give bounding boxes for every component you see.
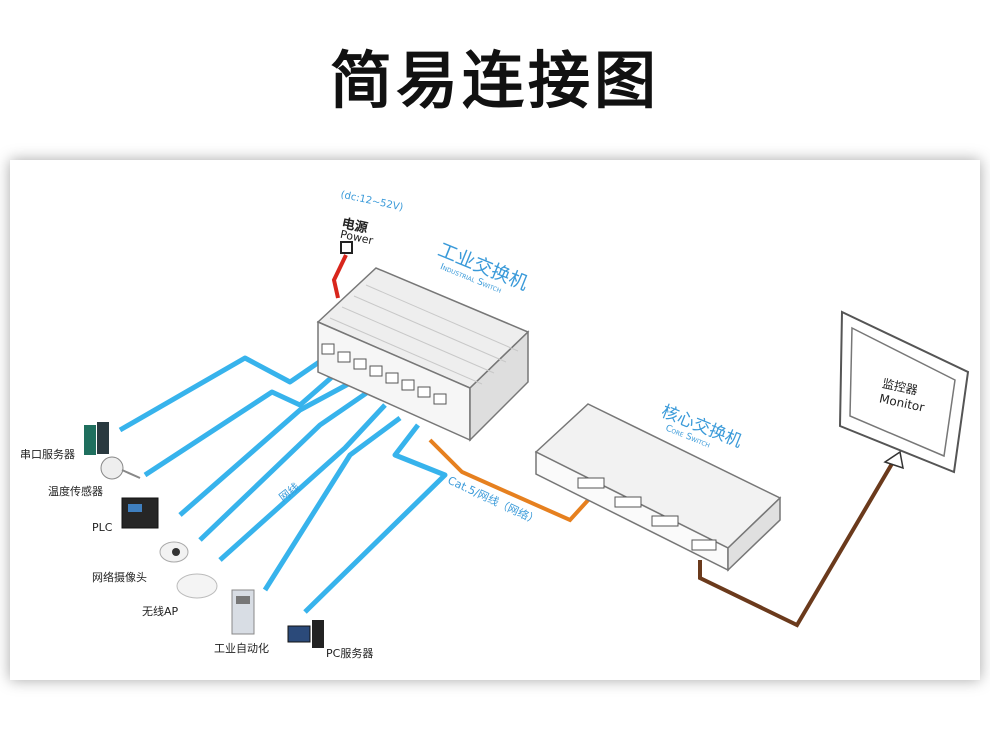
cable-camera xyxy=(198,389,370,542)
diagram-panel xyxy=(10,160,980,680)
device-label-plc: PLC xyxy=(92,521,113,534)
serial-server-icon xyxy=(84,422,109,455)
industrial-switch xyxy=(316,267,530,442)
cable-wireless-ap xyxy=(218,403,387,562)
cable-automation xyxy=(262,415,402,592)
monitor-device xyxy=(838,310,970,474)
camera-icon xyxy=(159,541,189,563)
power-cable xyxy=(331,254,348,299)
network-cables xyxy=(118,355,448,614)
device-label-wireless-ap: 无线AP xyxy=(142,605,179,618)
wireless-ap-icon xyxy=(176,573,218,599)
page-title: 简易连接图 xyxy=(329,44,660,117)
device-label-pc-server: PC服务器 xyxy=(326,647,374,660)
monitor-connector-icon xyxy=(883,450,904,470)
monitor-cable xyxy=(698,460,895,628)
device-label-automation: 工业自动化 xyxy=(214,642,269,655)
device-label-serial-server: 串口服务器 xyxy=(20,448,75,461)
core-switch xyxy=(534,403,782,572)
device-label-temp-sensor: 温度传感器 xyxy=(48,485,103,498)
temp-sensor-icon xyxy=(100,456,141,480)
cable-pc-server xyxy=(303,423,448,614)
cable-plc xyxy=(178,379,354,517)
plc-icon xyxy=(121,497,159,529)
pc-server-icon xyxy=(287,620,324,648)
cable-serial-server xyxy=(118,355,327,433)
power-plug-icon xyxy=(340,241,353,254)
device-label-camera: 网络摄像头 xyxy=(92,571,147,584)
cable-temp-sensor xyxy=(143,368,342,478)
uplink-cable xyxy=(428,438,592,523)
automation-icon xyxy=(231,589,255,635)
